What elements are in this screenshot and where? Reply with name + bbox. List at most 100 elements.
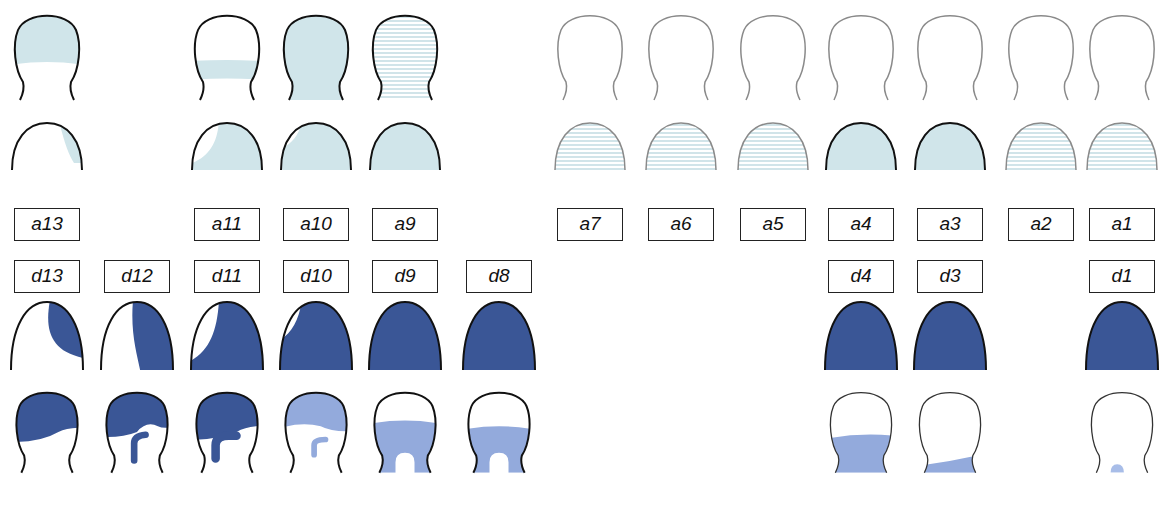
label-box: d11 [194,260,260,293]
tissue-fill [177,60,277,81]
shape-outline [11,302,83,370]
head-shape [90,383,185,473]
dome-shape [1072,123,1159,170]
box-label: a3 [939,214,960,235]
hatch-fill [355,17,455,101]
head-shape [266,5,366,115]
dome-shape [101,292,187,375]
tissue-fill [449,292,549,402]
box-label: d9 [394,266,415,287]
tissue-fill [1072,292,1159,402]
label-box: d8 [466,260,532,293]
head-shape [452,393,547,478]
tissue-fill [1111,464,1124,473]
head-shape [355,16,455,101]
shape-outline [825,302,897,370]
shape-outline [738,123,808,170]
shape-outline [373,16,437,100]
tissue-fill [266,113,366,175]
tissue-fill [452,426,547,477]
box-label: a9 [394,214,415,235]
shape-outline [101,302,173,370]
shape-outline [281,123,351,170]
shape-outline [192,123,262,170]
box-label: a13 [31,214,63,235]
shape-outline [191,302,263,370]
label-box: d4 [828,260,894,293]
shape-outline [830,393,891,473]
box-label: d1 [1111,266,1132,287]
shape-outline [196,393,257,473]
dome-shape [900,113,1000,223]
label-box: a9 [372,208,438,241]
shape-outline [1090,16,1154,100]
head-shape [814,393,909,478]
dome-shape [811,292,911,402]
shape-outline [1091,393,1152,473]
dome-shape [991,123,1091,170]
shape-outline [106,393,167,473]
label-box: a11 [194,208,260,241]
tissue-fill [358,421,453,478]
shape-outline [280,302,352,370]
shape-outline [1006,123,1076,170]
shape-outline [918,16,982,100]
shape-outline [369,302,441,370]
box-label: d8 [488,266,509,287]
label-box: a6 [648,208,714,241]
box-label: a7 [579,214,600,235]
dome-shape [177,113,277,175]
head-shape [903,393,998,478]
shape-outline [12,123,82,170]
head-shape [918,16,982,100]
dome-shape [449,292,549,402]
tissue-fill [216,436,237,459]
label-box: a13 [14,208,80,241]
dome-shape [811,113,911,223]
tissue-fill [811,113,911,223]
hatch-fill [1072,125,1159,169]
label-box: a1 [1089,208,1155,241]
dome-shape [177,292,277,375]
tissue-fill [814,435,909,478]
shape-outline [285,393,346,473]
dome-shape [631,123,731,170]
tissue-fill [134,435,145,461]
dome-shape [266,292,366,375]
dome-shape [540,123,640,170]
label-box: a10 [283,208,349,241]
tissue-fill [355,113,455,223]
label-box: a7 [557,208,623,241]
shape-outline [195,16,259,100]
box-label: d4 [850,266,871,287]
tissue-fill [266,292,366,375]
tissue-fill [90,383,185,437]
dome-shape [1072,292,1159,402]
dome-shape [723,123,823,170]
tissue-fill [314,440,325,455]
box-label: a11 [212,214,242,235]
dome-shape [355,292,455,402]
shape-outline [646,123,716,170]
head-shape [558,16,622,100]
head-shape [180,383,275,473]
shape-outline [829,16,893,100]
tissue-fill [900,292,1000,402]
shape-outline [370,123,440,170]
box-label: d3 [939,266,960,287]
tissue-fill [355,292,455,402]
dome-shape [900,292,1000,402]
head-shape [0,5,97,100]
box-label: d11 [212,266,242,287]
shape-outline [915,123,985,170]
box-label: d12 [121,266,153,287]
head-shape [1009,16,1073,100]
shape-outline [914,302,986,370]
shape-outline [468,393,529,473]
head-shape [829,16,893,100]
tissue-fill [266,5,366,115]
